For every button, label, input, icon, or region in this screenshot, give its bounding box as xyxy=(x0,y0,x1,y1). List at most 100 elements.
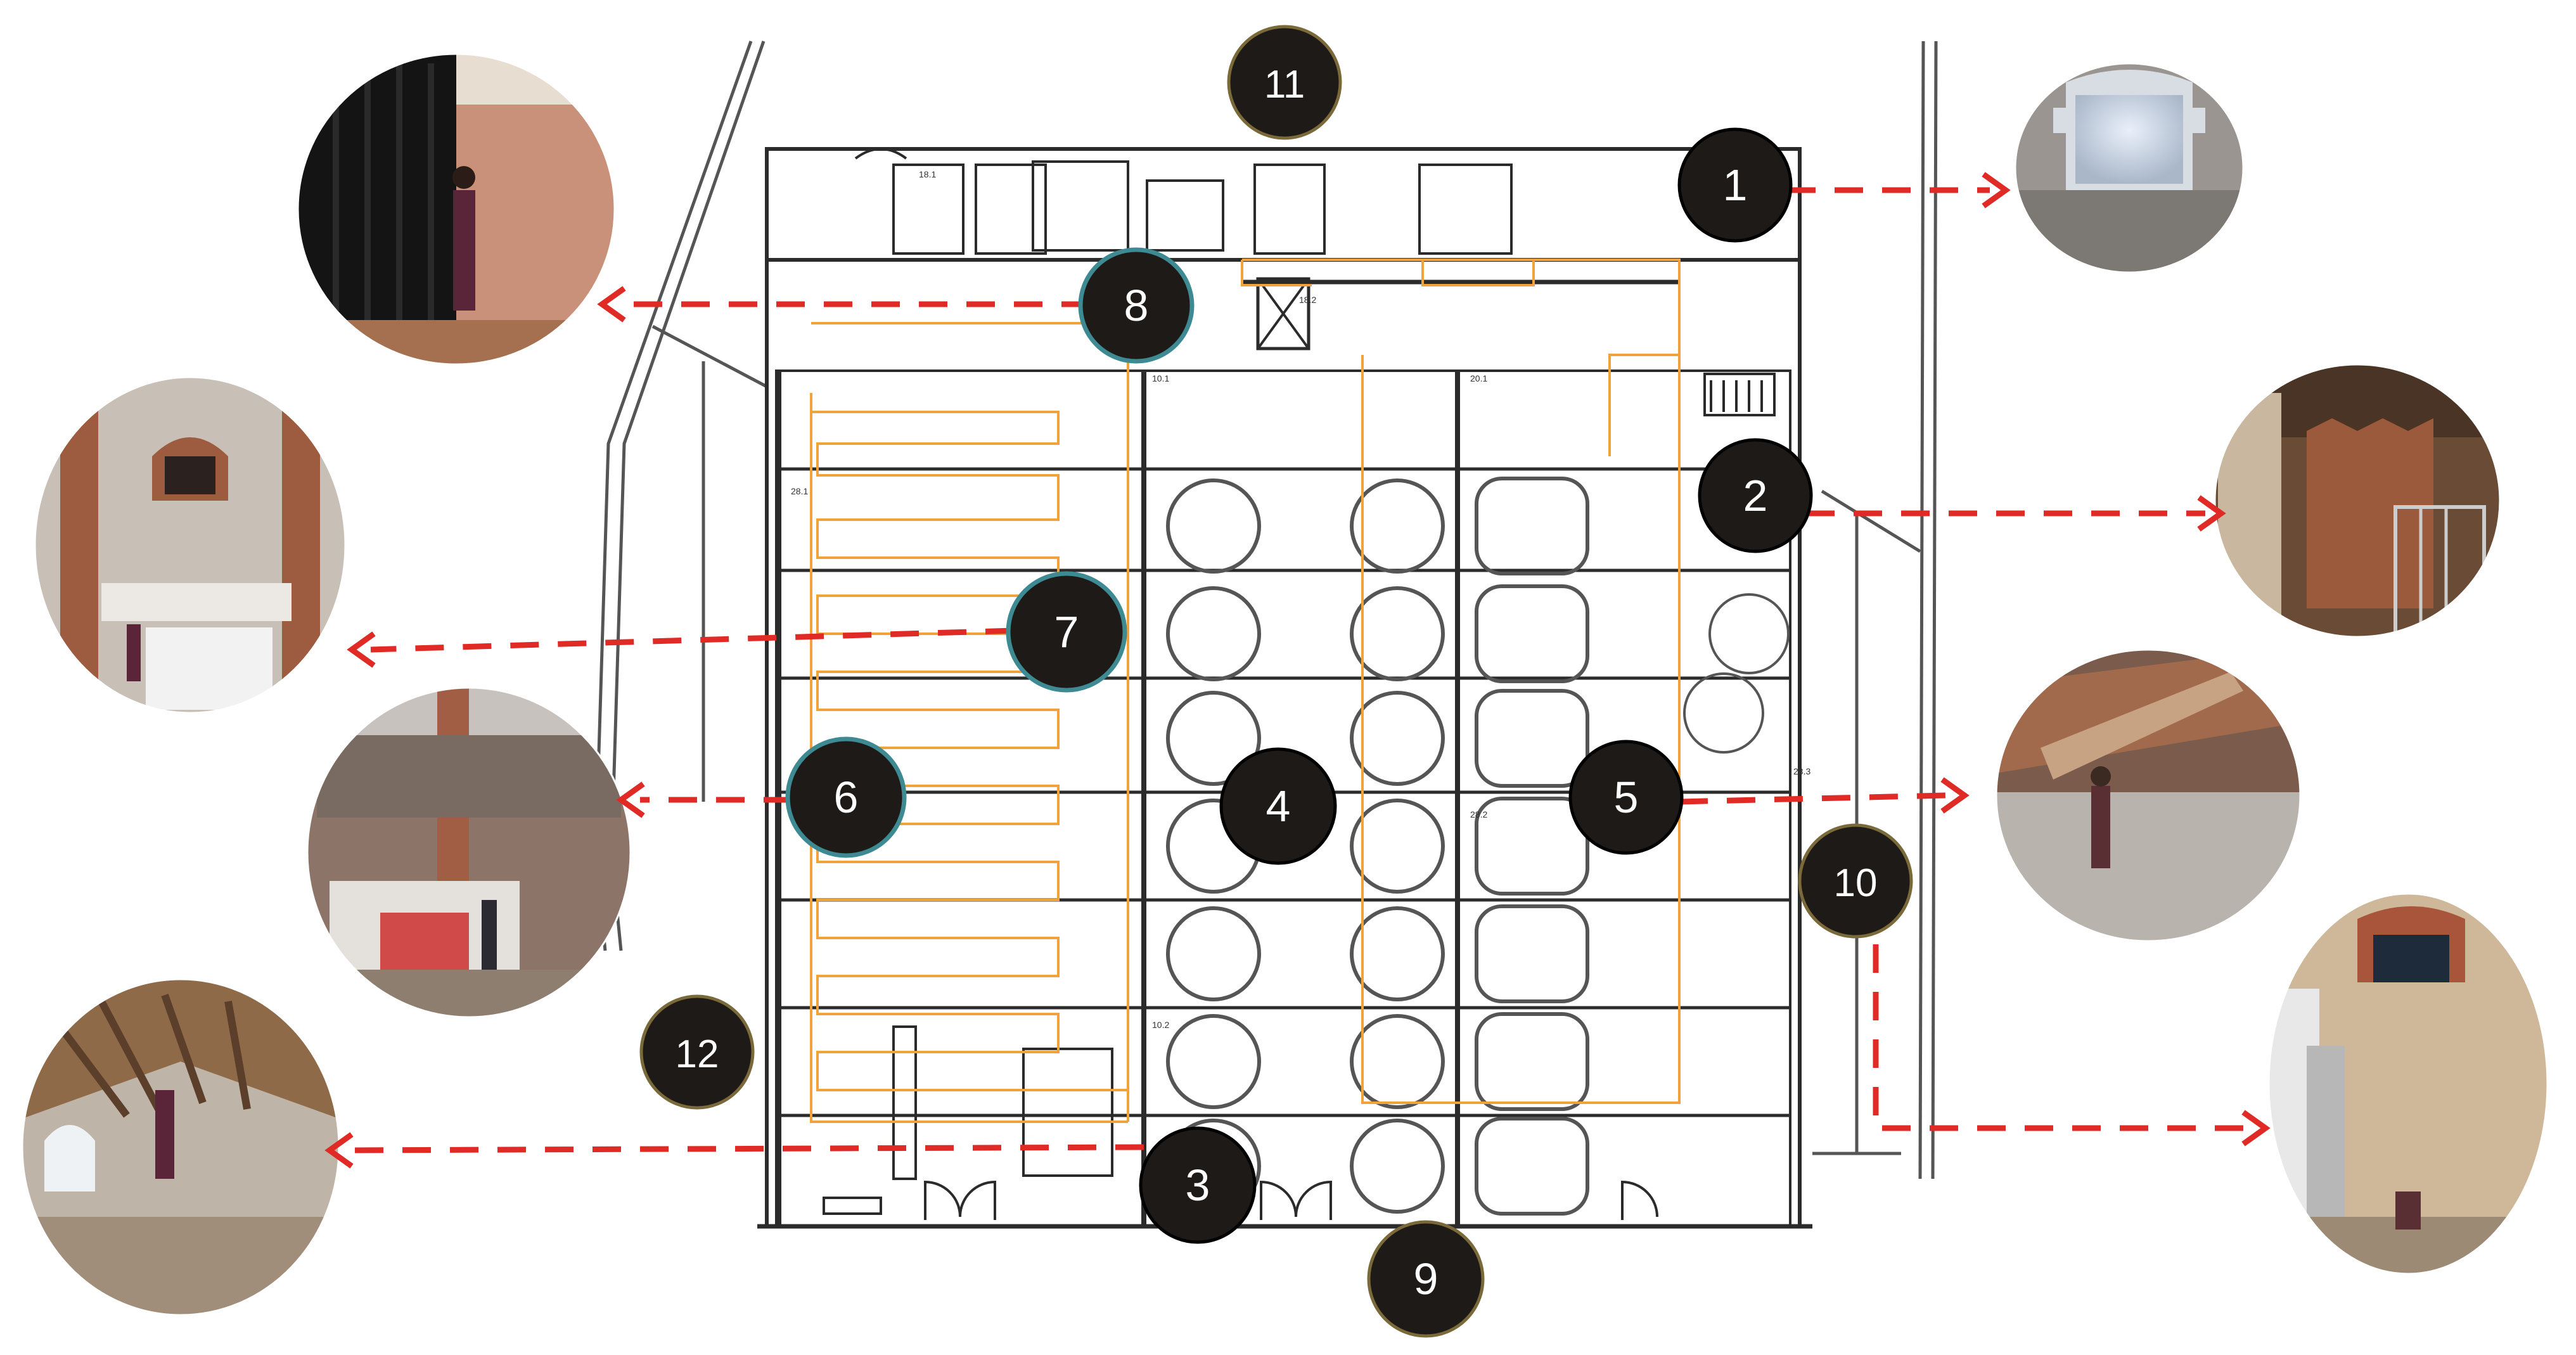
marker-label: 5 xyxy=(1614,773,1639,822)
arrowhead-10 xyxy=(2241,1110,2271,1146)
photo-2 xyxy=(2215,364,2500,637)
marker-circle xyxy=(1367,1220,1485,1338)
photo-3-frame xyxy=(21,978,340,1316)
plan-label: 28.2 xyxy=(1470,809,1487,819)
marker-circle xyxy=(1078,247,1195,364)
marker-circle xyxy=(1698,438,1813,553)
tank-circle xyxy=(1350,1014,1445,1109)
arrowhead-1 xyxy=(1982,172,2011,209)
link-arrows xyxy=(348,187,2246,1153)
plan-label: 28.3 xyxy=(1793,766,1810,776)
tank-square xyxy=(1475,1117,1589,1216)
photo-8 xyxy=(298,54,615,364)
marker-label: 3 xyxy=(1186,1160,1210,1210)
photo-7-frame xyxy=(34,376,347,714)
photo-5-frame xyxy=(1995,648,2302,942)
marker-2: 2 xyxy=(1698,438,1813,553)
plan-label: 10.1 xyxy=(1152,373,1169,383)
arrowhead-3 xyxy=(324,1132,354,1169)
tank-circle xyxy=(1166,906,1261,1001)
marker-label: 1 xyxy=(1723,160,1748,210)
photo-1 xyxy=(2015,63,2243,273)
tank-circle xyxy=(1166,1014,1261,1109)
photo-10 xyxy=(2269,894,2547,1274)
arrowhead-7 xyxy=(347,631,376,668)
tank-circle xyxy=(1166,478,1261,574)
arrowhead-5 xyxy=(1940,777,1970,814)
marker-10: 10 xyxy=(1798,823,1913,939)
photo-3 xyxy=(22,979,339,1315)
plan-label: 18.1 xyxy=(919,169,936,179)
plan-label: 20.1 xyxy=(1470,373,1487,383)
marker-circle xyxy=(1677,127,1793,243)
plan-label: 10.2 xyxy=(1152,1020,1169,1030)
arrow-3 xyxy=(348,1144,1144,1153)
marker-5: 5 xyxy=(1568,740,1684,855)
marker-label: 10 xyxy=(1834,861,1878,905)
marker-9: 9 xyxy=(1367,1220,1485,1338)
entrance-doors xyxy=(823,1025,1658,1220)
photo-6-frame xyxy=(306,686,632,1018)
tank-square xyxy=(1475,584,1589,683)
tank-circle xyxy=(1350,586,1445,681)
arrowhead-8 xyxy=(597,286,626,323)
photo-10-frame xyxy=(2267,892,2549,1275)
marker-circle xyxy=(1568,740,1684,855)
tank-square xyxy=(1475,1012,1589,1111)
tank-circle xyxy=(1350,799,1445,894)
marker-label: 11 xyxy=(1264,63,1305,106)
plan-labels: 18.1 28.1 18.2 10.1 20.1 28.3 28.2 10.2 xyxy=(791,169,1810,1030)
marker-7: 7 xyxy=(1006,571,1127,693)
photo-8-frame xyxy=(297,53,616,366)
tank-circle xyxy=(1683,672,1764,754)
tank-square xyxy=(1475,904,1589,1003)
arrowhead-2 xyxy=(2197,495,2226,532)
marker-label: 2 xyxy=(1743,471,1768,520)
marker-12: 12 xyxy=(639,994,755,1110)
plan-label: 18.2 xyxy=(1299,295,1316,305)
tank-square xyxy=(1475,797,1589,896)
tank-circle xyxy=(1166,691,1261,786)
photo-1-frame xyxy=(2014,62,2245,274)
top-storage-row xyxy=(854,148,1776,416)
marker-label: 12 xyxy=(676,1032,719,1076)
marker-11: 11 xyxy=(1227,25,1342,140)
plan-label: 28.1 xyxy=(791,486,808,496)
tank-circle xyxy=(1350,1119,1445,1214)
photo-5 xyxy=(1996,650,2300,941)
marker-label: 6 xyxy=(834,773,859,822)
photo-2-frame xyxy=(2214,363,2501,638)
marker-label: 8 xyxy=(1124,281,1149,330)
marker-8: 8 xyxy=(1078,247,1195,364)
arrowhead-6 xyxy=(616,781,645,818)
arrow-heads xyxy=(324,172,2271,1169)
arrow-10 xyxy=(1873,944,2246,1131)
marker-3: 3 xyxy=(1139,1126,1257,1244)
marker-label: 7 xyxy=(1054,607,1079,657)
marker-circle xyxy=(639,994,755,1110)
arrow-7 xyxy=(370,627,1015,653)
tank-circle xyxy=(1350,478,1445,574)
arrow-5 xyxy=(1679,792,1946,805)
marker-label: 4 xyxy=(1266,781,1291,831)
sensor-path xyxy=(810,259,1681,1123)
marker-circle xyxy=(785,736,907,858)
tank-circle xyxy=(1350,691,1445,786)
photo-7 xyxy=(35,377,345,713)
tank-circle xyxy=(1350,906,1445,1001)
marker-circle xyxy=(1139,1126,1257,1244)
marker-4: 4 xyxy=(1219,747,1337,865)
tank-circle xyxy=(1166,586,1261,681)
marker-circle xyxy=(1006,571,1127,693)
tank-square xyxy=(1475,689,1589,788)
marker-1: 1 xyxy=(1677,127,1793,243)
marker-circle xyxy=(1227,25,1342,140)
marker-6: 6 xyxy=(785,736,907,858)
tank-square xyxy=(1475,477,1589,575)
tank-circle xyxy=(1708,593,1790,674)
marker-label: 9 xyxy=(1414,1254,1439,1304)
marker-circle xyxy=(1219,747,1337,865)
